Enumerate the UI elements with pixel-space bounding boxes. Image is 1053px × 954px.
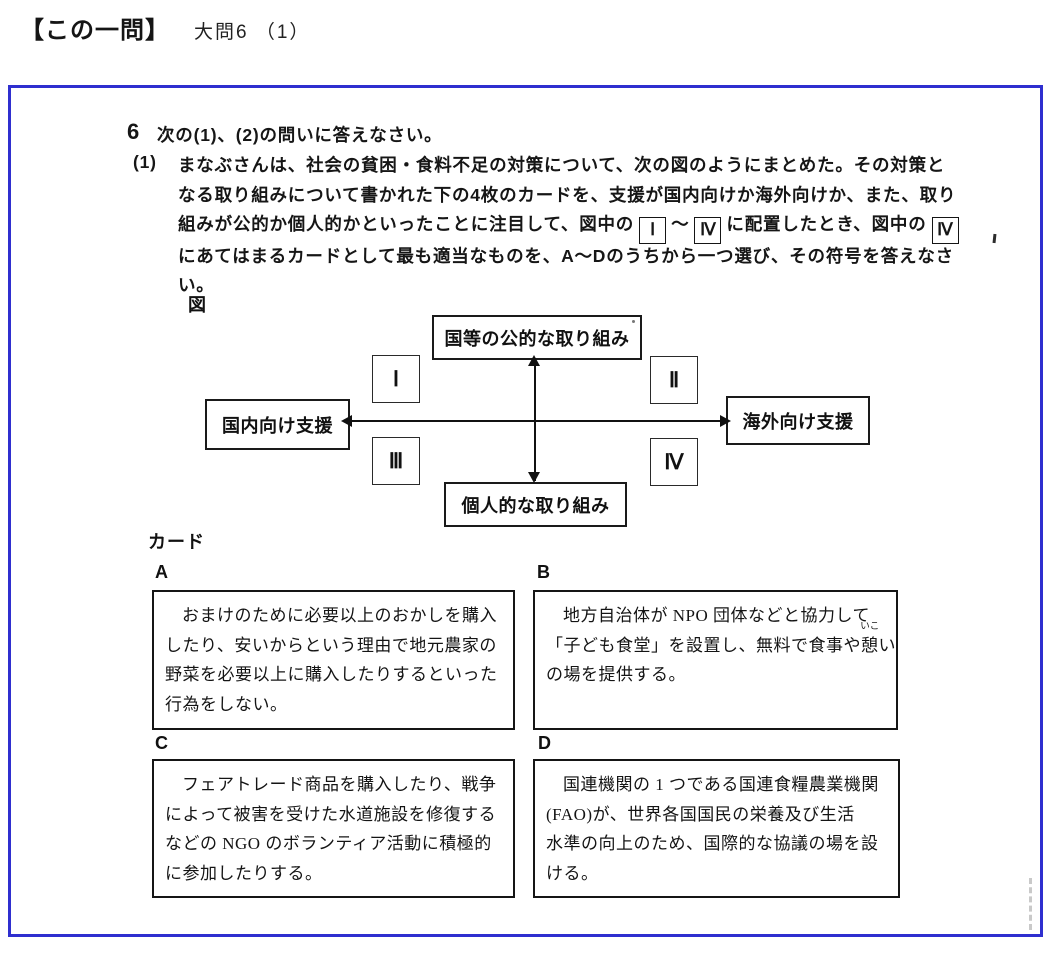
card-b-line-2-text: 「子ども食堂」を設置し、無料で食事や: [546, 635, 861, 655]
question-line-5: い。: [178, 275, 215, 295]
scan-edge-artifact: [1029, 878, 1032, 930]
page-title: 【この一問】: [20, 17, 170, 44]
card-b: 地方自治体が NPO 団体などと協力して 「子ども食堂」を設置し、無料で食事やい…: [533, 590, 898, 730]
card-b-line-2-tail: い: [878, 635, 896, 655]
page-subtitle: 大問6 （1）: [194, 22, 311, 43]
question-line-1: まなぶさんは、社会の貧困・食料不足の対策について、次の図のようにまとめた。その対…: [178, 155, 946, 175]
diagram-box-domestic: 国内向け支援: [205, 399, 350, 450]
inline-box-numeral-1: Ⅰ: [639, 217, 667, 244]
arrowhead-right-icon: [720, 415, 731, 427]
furigana-base: 憩: [861, 635, 879, 655]
card-d-line: ける。: [546, 863, 599, 883]
page-header: 【この一問】 大問6 （1）: [20, 10, 310, 45]
card-c-line: などの NGO のボランティア活動に積極的: [165, 834, 492, 853]
furigana-ruby: いこ憩: [860, 622, 879, 661]
quadrant-box-1: Ⅰ: [372, 355, 420, 403]
card-a-line: 行為をしない。: [165, 694, 288, 714]
card-d-line: 国連機関の 1 つである国連食糧農業機関: [563, 775, 879, 794]
axis-arrow-horizontal: [348, 420, 724, 422]
card-c-line: に参加したりする。: [165, 863, 323, 883]
furigana-text: いこ: [860, 621, 880, 632]
card-c-line: フェアトレード商品を購入したり、戦争: [182, 775, 497, 794]
arrowhead-up-icon: [528, 355, 540, 366]
question-number: 6: [127, 119, 141, 144]
card-b-line: 「子ども食堂」を設置し、無料で食事やいこ憩い: [546, 622, 896, 661]
quadrant-box-2: Ⅱ: [650, 356, 698, 404]
card-d-line: (FAO)が、世界各国国民の栄養及び生活: [546, 804, 855, 824]
card-d-letter: D: [538, 733, 551, 753]
question-line-3-text: 組みが公的か個人的かといったことに注目して、図中の: [178, 214, 635, 234]
arrowhead-down-icon: [528, 472, 540, 483]
tilde-range: ～: [671, 214, 690, 234]
question-line-2: なる取り組みについて書かれた下の4枚のカードを、支援が国内向けか海外向けか、また…: [178, 185, 957, 205]
card-b-line: 地方自治体が NPO 団体などと協力して: [563, 606, 870, 625]
question-line-4: にあてはまるカードとして最も適当なものを、A～Dのうちから一つ選び、その符号を答…: [178, 246, 954, 266]
arrowhead-left-icon: [341, 415, 352, 427]
diagram-box-overseas: 海外向け支援: [726, 396, 870, 445]
diagram-box-public: 国等の公的な取り組み: [432, 315, 642, 360]
card-d: 国連機関の 1 つである国連食糧農業機関 (FAO)が、世界各国国民の栄養及び生…: [533, 759, 900, 898]
axis-arrow-vertical: [534, 358, 536, 481]
card-b-line: の場を提供する。: [546, 665, 686, 684]
inline-box-numeral-4: Ⅳ: [694, 217, 722, 244]
card-a-line: おまけのために必要以上のおかしを購入: [182, 606, 497, 625]
card-c-letter: C: [155, 733, 168, 753]
card-b-letter: B: [537, 562, 550, 582]
question-line-3-mid: に配置したとき、図中の: [726, 214, 927, 234]
card-a-line: したり、安いからという理由で地元農家の: [165, 635, 497, 655]
card-a-letter: A: [155, 562, 168, 582]
question-intro: 次の(1)、(2)の問いに答えなさい。: [157, 125, 443, 145]
question-sub-number: (1): [133, 152, 157, 172]
inline-box-numeral-4-answer: Ⅳ: [931, 217, 959, 244]
card-d-line: 水準の向上のため、国際的な協議の場を設: [546, 834, 879, 853]
scan-speck: [632, 320, 635, 323]
cards-section-label: カード: [148, 532, 205, 552]
diagram-box-personal: 個人的な取り組み: [444, 482, 627, 527]
card-c-line: によって被害を受けた水道施設を修復する: [165, 804, 497, 824]
card-a-line: 野菜を必要以上に購入したりするといった: [165, 665, 498, 684]
card-c: フェアトレード商品を購入したり、戦争 によって被害を受けた水道施設を修復する な…: [152, 759, 515, 898]
quadrant-box-4: Ⅳ: [650, 438, 698, 486]
quadrant-box-3: Ⅲ: [372, 437, 420, 485]
figure-label: 図: [188, 295, 206, 315]
card-a: おまけのために必要以上のおかしを購入 したり、安いからという理由で地元農家の 野…: [152, 590, 515, 730]
